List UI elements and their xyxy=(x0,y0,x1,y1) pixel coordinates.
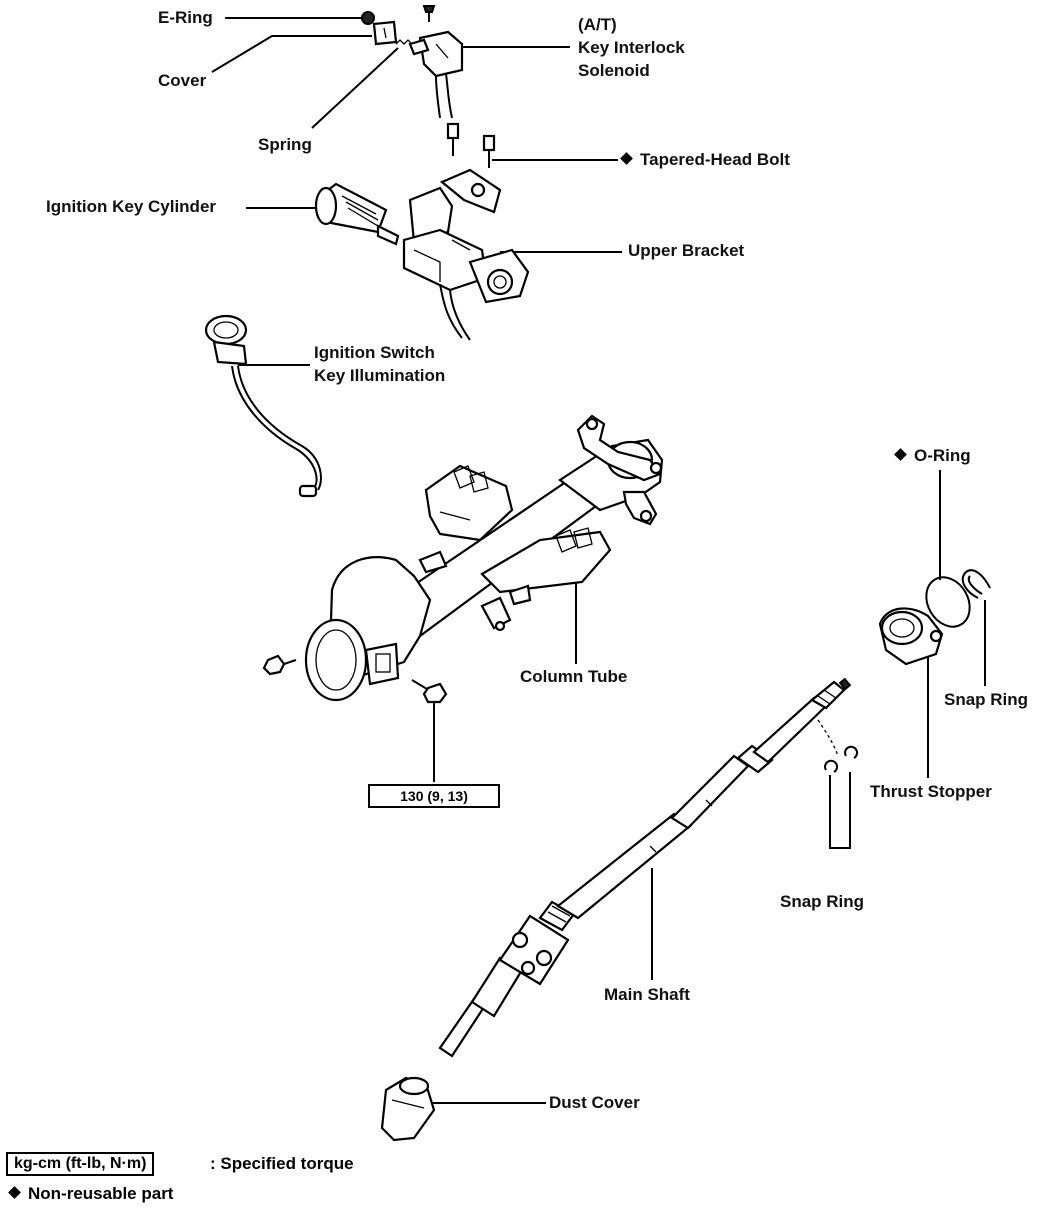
label-ignition-switch-line2: Key Illumination xyxy=(314,366,446,385)
ignition-switch-illumination xyxy=(204,314,322,498)
label-snap-ring-right: Snap Ring xyxy=(944,690,1029,709)
non-reusable-icon xyxy=(8,1186,21,1199)
label-e-ring: E-Ring xyxy=(158,8,213,27)
tapered-head-bolts xyxy=(446,122,496,168)
label-solenoid-line3: Solenoid xyxy=(578,61,650,80)
label-upper-bracket: Upper Bracket xyxy=(628,241,745,260)
non-reusable-icon xyxy=(894,448,907,461)
spring-part xyxy=(395,39,413,45)
main-shaft xyxy=(438,677,852,1058)
label-ignition-switch-line1: Ignition Switch xyxy=(314,343,435,362)
label-column-tube: Column Tube xyxy=(520,667,628,686)
label-solenoid-line1: (A/T) xyxy=(578,15,617,34)
label-ignition-key-cylinder: Ignition Key Cylinder xyxy=(46,197,217,216)
snap-ring-part xyxy=(961,569,991,599)
o-ring-part xyxy=(925,576,971,628)
upper-bracket-assembly xyxy=(402,168,530,341)
key-interlock-solenoid xyxy=(408,30,464,119)
label-tapered-head-bolt: Tapered-Head Bolt xyxy=(620,149,790,171)
label-dust-cover: Dust Cover xyxy=(549,1093,640,1112)
dust-cover-part xyxy=(380,1076,436,1142)
legend-non-reusable-text: Non-reusable part xyxy=(28,1184,174,1203)
e-ring-part xyxy=(361,11,375,25)
legend-non-reusable: Non-reusable part xyxy=(8,1183,174,1205)
legend-torque-text: : Specified torque xyxy=(210,1154,354,1173)
label-solenoid-line2: Key Interlock xyxy=(578,38,685,57)
leader-lines xyxy=(211,17,986,1104)
shaft-snap-rings xyxy=(824,745,859,773)
label-o-ring-text: O-Ring xyxy=(914,446,971,465)
thrust-stopper-part xyxy=(878,607,944,666)
label-cover: Cover xyxy=(158,71,207,90)
top-screw xyxy=(422,5,436,22)
legend-torque-box: kg-cm (ft-lb, N·m) xyxy=(6,1152,155,1176)
label-snap-ring-shaft: Snap Ring xyxy=(780,892,865,911)
column-tube xyxy=(304,414,664,702)
label-main-shaft: Main Shaft xyxy=(604,985,690,1004)
label-tapered-head-bolt-text: Tapered-Head Bolt xyxy=(640,150,790,169)
ignition-key-cylinder xyxy=(314,182,400,246)
label-thrust-stopper: Thrust Stopper xyxy=(870,782,992,801)
cover-part xyxy=(372,20,398,46)
label-o-ring: O-Ring xyxy=(894,445,971,467)
torque-spec-box: 130 (9, 13) xyxy=(368,784,500,808)
column-bolts xyxy=(262,654,448,704)
label-spring: Spring xyxy=(258,135,312,154)
non-reusable-icon xyxy=(620,152,633,165)
